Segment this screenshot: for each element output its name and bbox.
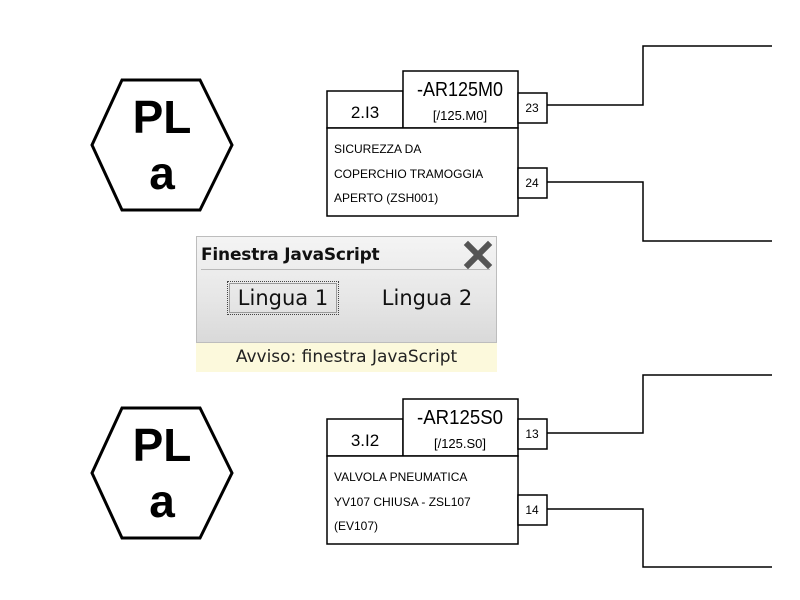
- pin-label-1-top: 23: [525, 101, 539, 115]
- pin-label-1-bottom: 24: [525, 176, 539, 190]
- language-1-button[interactable]: Lingua 1: [227, 281, 339, 315]
- pl-badge-2: PL a: [90, 406, 234, 540]
- pl-badge-1: PL a: [90, 78, 234, 212]
- pin-label-2-top: 13: [525, 427, 539, 441]
- device-ref-1: [/125.M0]: [433, 108, 487, 123]
- description-line-1-2: COPERCHIO TRAMOGGIA: [334, 167, 483, 181]
- close-icon[interactable]: [463, 240, 493, 270]
- pl-level-1: a: [149, 147, 175, 199]
- javascript-window: Finestra JavaScript Lingua 1 Lingua 2: [196, 236, 497, 343]
- title-divider: [201, 269, 490, 270]
- pin-box-2-top: [517, 418, 548, 450]
- pin-box-2-bottom: [517, 494, 548, 526]
- description-line-2-2: YV107 CHIUSA - ZSL107: [334, 495, 471, 509]
- description-box-1: [326, 127, 519, 217]
- address-label-2: 3.I2: [351, 431, 379, 450]
- device-tag-2: -AR125S0: [417, 407, 503, 429]
- description-line-1-1: SICUREZZA DA: [334, 142, 421, 156]
- address-label-1: 2.I3: [351, 103, 379, 122]
- status-bar: Avviso: finestra JavaScript: [196, 343, 497, 372]
- contact-block-2: 3.I2 -AR125S0 [/125.S0] VALVOLA PNEUMATI…: [326, 374, 772, 568]
- device-tag-1: -AR125M0: [417, 79, 503, 101]
- pin-box-1-top: [517, 92, 548, 124]
- pl-hexagon-1: [90, 78, 234, 212]
- pl-label-2: PL: [133, 419, 192, 471]
- contact-block-1: 2.I3 -AR125M0 [/125.M0] SICUREZZA DA COP…: [326, 45, 772, 242]
- description-line-2-1: VALVOLA PNEUMATICA: [334, 470, 467, 484]
- address-box-2: [326, 418, 404, 457]
- description-box-2: [326, 455, 519, 545]
- wire-1-top: [547, 45, 772, 106]
- language-2-button[interactable]: Lingua 2: [369, 281, 485, 315]
- description-line-2-3: (EV107): [334, 519, 378, 533]
- pl-hexagon-2: [90, 406, 234, 540]
- pin-label-2-bottom: 14: [525, 503, 539, 517]
- description-line-1-3: APERTO (ZSH001): [334, 191, 438, 205]
- device-ref-2: [/125.S0]: [434, 436, 486, 451]
- pin-box-1-bottom: [517, 167, 548, 199]
- wire-2-top: [547, 374, 772, 434]
- tag-box-2: [402, 398, 519, 457]
- wire-1-bottom: [547, 181, 772, 242]
- window-title: Finestra JavaScript: [201, 245, 380, 265]
- pl-level-2: a: [149, 475, 175, 527]
- wire-2-bottom: [547, 508, 772, 568]
- pl-label-1: PL: [133, 91, 192, 143]
